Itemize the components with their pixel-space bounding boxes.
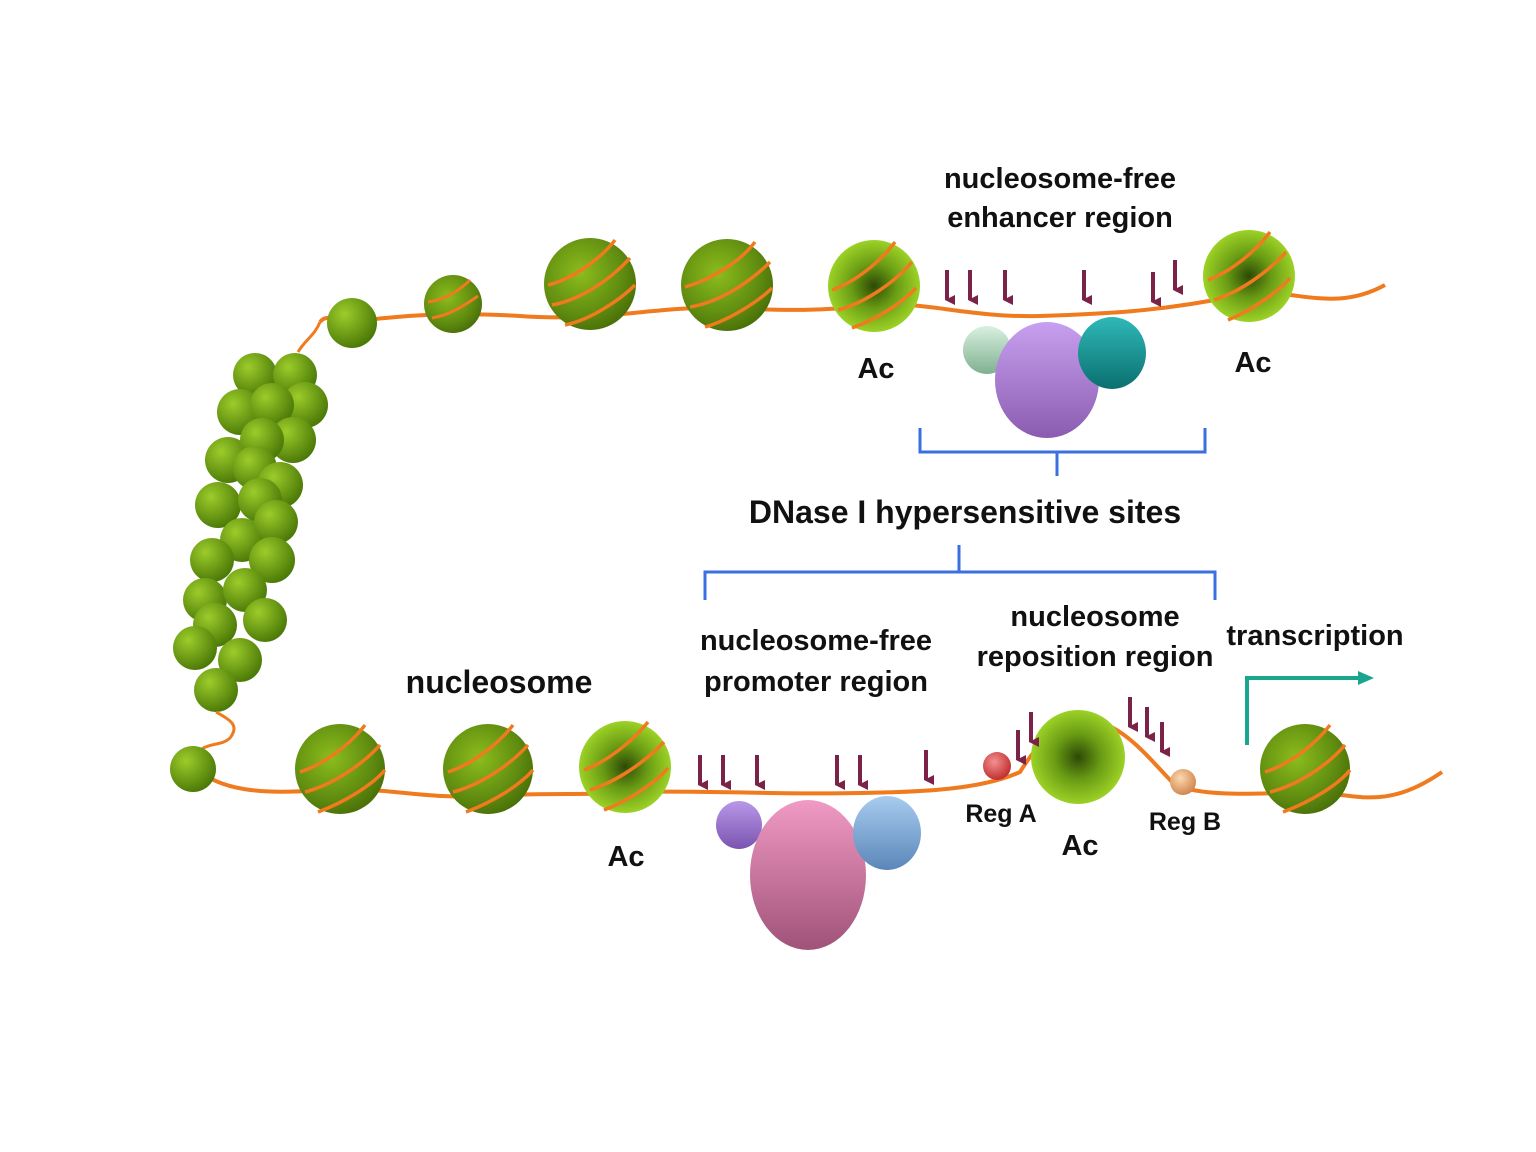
nucleosome: [544, 238, 637, 330]
reg-b-factor: [1170, 769, 1196, 795]
transcription-arrow: [1245, 671, 1374, 745]
acetylated-nucleosome: [579, 720, 671, 813]
enhancer-label-line1: nucleosome-free: [944, 163, 1176, 195]
enhancer-protein-large: [995, 322, 1099, 438]
promoter-label-line2: promoter region: [704, 666, 928, 698]
promoter-label-line1: nucleosome-free: [700, 625, 932, 657]
ac-label: Ac: [1234, 347, 1271, 379]
ac-label: Ac: [1061, 830, 1098, 862]
nucleosome: [681, 239, 774, 331]
enhancer-label-line2: enhancer region: [947, 202, 1173, 234]
ac-label: Ac: [607, 841, 644, 873]
reg-a-factor: [983, 752, 1011, 780]
promoter-protein-large: [750, 800, 866, 950]
reposition-label-line1: nucleosome: [1010, 601, 1179, 633]
condensed-chromatin-fiber: [173, 353, 328, 712]
nucleosome-label: nucleosome: [406, 664, 593, 700]
dnase-title: DNase I hypersensitive sites: [749, 494, 1181, 530]
acetylated-nucleosome: [828, 240, 920, 332]
acetylated-nucleosome: [1203, 230, 1295, 322]
dnase-cleavage-arrows-bottom: [698, 697, 1170, 790]
reposition-label-line2: reposition region: [977, 641, 1214, 673]
nucleosome: [443, 723, 535, 814]
repositioned-acetylated-nucleosome: [1031, 710, 1125, 804]
nucleosome-small: [327, 298, 377, 348]
reg-b-label: Reg B: [1149, 808, 1221, 836]
enhancer-protein-teal: [1078, 317, 1146, 389]
promoter-protein-blue: [853, 796, 921, 870]
dna-strand-bottom: [193, 717, 1444, 800]
bracket-top: [918, 428, 1207, 476]
transcription-label: transcription: [1226, 620, 1403, 652]
nucleosome: [1260, 723, 1352, 814]
nucleosome-small: [170, 746, 216, 792]
ac-label: Ac: [857, 353, 894, 385]
dnase-cleavage-arrows-top: [945, 260, 1183, 307]
nucleosome: [424, 275, 482, 333]
promoter-protein-small: [716, 801, 762, 849]
nucleosome: [295, 723, 387, 814]
bracket-bottom: [703, 545, 1217, 600]
reg-a-label: Reg A: [965, 800, 1036, 828]
